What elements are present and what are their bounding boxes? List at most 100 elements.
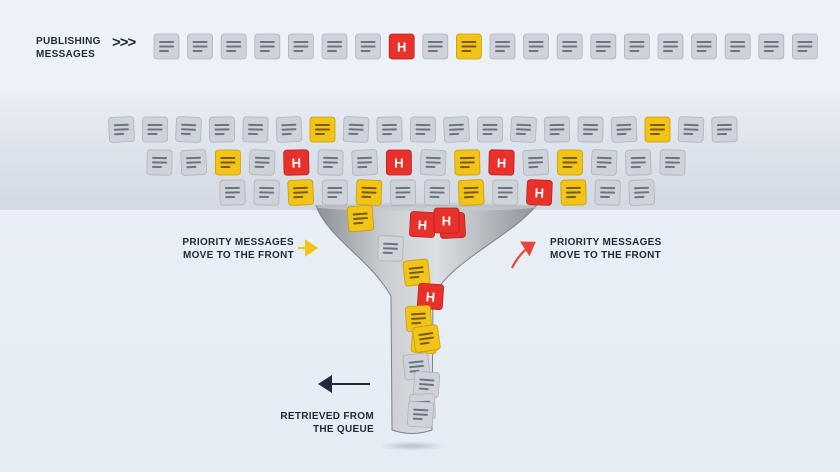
- chevrons-text: >>>: [112, 34, 136, 51]
- priority-right-label: PRIORITY MESSAGES MOVE TO THE FRONT: [550, 236, 680, 262]
- publishing-message-n: [590, 33, 617, 60]
- queued-message-n: [351, 149, 378, 176]
- publishing-message-n: [556, 33, 583, 60]
- publishing-message-h: H: [388, 33, 415, 60]
- publishing-message-n: [624, 33, 650, 60]
- queued-message-n: [389, 179, 417, 206]
- queued-message-n: [208, 116, 236, 143]
- publishing-message-n: [489, 33, 516, 60]
- queued-message-n: [677, 116, 705, 143]
- chevrons-icon: >>>: [112, 34, 136, 51]
- publishing-message-n: [254, 33, 281, 60]
- funnel-message-m: [405, 305, 432, 332]
- publishing-message-n: [321, 33, 348, 60]
- funnel-message-m: [402, 258, 431, 287]
- queued-message-n: [625, 149, 652, 176]
- queued-message-n: [477, 116, 503, 143]
- queued-message-h: H: [488, 149, 515, 176]
- queued-message-n: [108, 116, 135, 143]
- queued-message-n: [510, 116, 537, 143]
- funnel-message-h: H: [433, 207, 460, 234]
- priority-left-text: PRIORITY MESSAGES MOVE TO THE FRONT: [182, 237, 294, 261]
- high-priority-letter: H: [534, 185, 544, 200]
- queued-message-n: [219, 179, 246, 206]
- publishing-message-n: [187, 33, 214, 60]
- publishing-message-n: [153, 33, 180, 60]
- queued-message-m: [287, 179, 314, 206]
- publishing-message-n: [523, 33, 549, 60]
- queued-message-n: [419, 149, 447, 176]
- queued-message-n: [275, 116, 303, 143]
- funnel-rim: [316, 203, 536, 211]
- high-priority-letter: H: [425, 289, 435, 305]
- queued-message-m: [214, 149, 241, 176]
- funnel-message-n: [402, 352, 431, 381]
- high-priority-letter: H: [397, 40, 406, 55]
- queued-message-n: [317, 149, 344, 176]
- queued-message-n: [610, 116, 638, 143]
- queued-message-m: [454, 149, 481, 176]
- queued-label-text: QUEUED MESSAGES: [352, 98, 459, 109]
- publishing-message-m: [455, 33, 482, 60]
- publishing-message-n: [355, 33, 382, 60]
- queued-message-n: [253, 179, 280, 206]
- queued-message-m: [557, 149, 583, 176]
- queued-message-n: [711, 116, 738, 143]
- queued-message-n: [180, 149, 207, 176]
- publishing-message-n: [657, 33, 684, 60]
- high-priority-letter: H: [417, 217, 427, 232]
- queued-message-n: [242, 116, 269, 143]
- queued-message-n: [376, 116, 403, 143]
- publishing-message-n: [724, 33, 751, 60]
- high-priority-letter: H: [497, 155, 507, 170]
- funnel-message-m: [410, 326, 439, 355]
- queued-message-m: [309, 116, 336, 143]
- high-priority-letter: H: [447, 218, 457, 233]
- queued-message-m: [644, 116, 671, 143]
- funnel-message-m: [346, 204, 375, 233]
- funnel-shadow: [378, 441, 446, 451]
- publishing-message-n: [422, 33, 449, 60]
- queued-message-n: [659, 149, 686, 176]
- queued-message-n: [409, 116, 437, 143]
- retrieved-text: RETRIEVED FROM THE QUEUE: [280, 411, 374, 435]
- retrieved-label: RETRIEVED FROM THE QUEUE: [270, 410, 374, 436]
- priority-right-text: PRIORITY MESSAGES MOVE TO THE FRONT: [550, 237, 662, 261]
- publishing-message-n: [792, 33, 818, 60]
- queued-message-n: [577, 116, 604, 143]
- queued-message-m: [457, 179, 485, 206]
- funnel-message-h: H: [439, 212, 466, 239]
- funnel-message-n: [407, 401, 434, 428]
- high-priority-letter: H: [442, 214, 451, 229]
- funnel-message-n: [377, 235, 404, 262]
- queued-message-n: [146, 149, 173, 176]
- priority-left-label: PRIORITY MESSAGES MOVE TO THE FRONT: [168, 236, 294, 262]
- queued-message-n: [248, 149, 276, 176]
- queued-message-n: [492, 179, 519, 206]
- high-priority-letter: H: [394, 156, 403, 171]
- queued-message-n: [342, 116, 370, 143]
- queued-message-n: [142, 116, 168, 143]
- funnel-message-m: [412, 324, 441, 353]
- queued-message-n: [443, 116, 470, 143]
- publishing-label-text: PUBLISHING MESSAGES: [36, 36, 101, 60]
- red-arrow: [511, 241, 536, 269]
- publishing-message-n: [758, 33, 785, 60]
- queued-message-n: [424, 179, 451, 206]
- queued-message-h: H: [385, 149, 412, 176]
- funnel: [315, 205, 538, 434]
- queued-message-n: [321, 179, 348, 206]
- queued-message-n: [543, 116, 571, 143]
- funnel-message-n: [412, 370, 441, 399]
- publishing-message-n: [287, 33, 314, 60]
- queued-message-n: [590, 149, 618, 176]
- queued-message-n: [594, 179, 621, 206]
- funnel-message-n: [409, 393, 436, 420]
- high-priority-letter: H: [291, 155, 301, 170]
- queued-message-n: [175, 116, 202, 143]
- publishing-message-n: [220, 33, 247, 60]
- funnel-message-h: H: [416, 282, 445, 311]
- queued-message-m: [355, 179, 383, 206]
